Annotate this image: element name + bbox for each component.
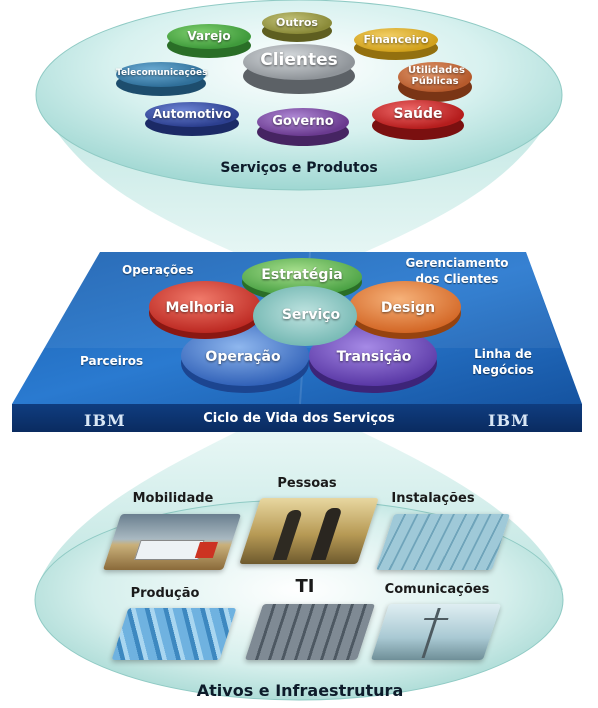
asset-label-pessoas: Pessoas bbox=[277, 476, 337, 491]
building-photo bbox=[375, 514, 511, 570]
people-photo bbox=[239, 498, 379, 564]
disc-varejo: Varejo bbox=[167, 24, 251, 58]
petal-label-transicao: Transição bbox=[336, 349, 412, 365]
top-section-title: Serviços e Produtos bbox=[220, 160, 378, 176]
truck-photo bbox=[102, 514, 242, 570]
asset-label-ti: TI bbox=[295, 576, 315, 597]
petal-label-melhoria: Melhoria bbox=[165, 300, 235, 316]
disc-label: Utilidades Públicas bbox=[408, 65, 465, 87]
disc-clientes: Clientes bbox=[243, 44, 355, 94]
disc-outros: Outros bbox=[262, 12, 332, 42]
servers-photo bbox=[244, 604, 376, 660]
petal-label-design: Design bbox=[380, 300, 436, 316]
disc-utilidades-publicas: Utilidades Públicas bbox=[398, 62, 472, 102]
disc-label: Clientes bbox=[260, 50, 338, 70]
bottom-section-title: Ativos e Infraestrutura bbox=[196, 681, 404, 700]
center-label-servico: Serviço bbox=[281, 307, 341, 323]
asset-label-producao: Produção bbox=[130, 586, 200, 601]
tower-photo bbox=[370, 604, 502, 660]
disc-telecomunicacoes: Telecomunicações bbox=[116, 62, 208, 96]
service-lifecycle-flower bbox=[149, 258, 461, 393]
corner-operacoes: Operações bbox=[122, 263, 194, 277]
disc-label: Varejo bbox=[187, 29, 231, 43]
petal-label-estrategia: Estratégia bbox=[261, 267, 343, 283]
corner-gerenciamento-clientes: Gerenciamento dos Clientes bbox=[405, 256, 509, 286]
corner-parceiros: Parceiros bbox=[80, 354, 144, 368]
lifecycle-title: Ciclo de Vida dos Serviços bbox=[203, 411, 395, 426]
disc-label: Telecomunicações bbox=[116, 68, 208, 78]
petal-label-operacao: Operação bbox=[205, 349, 281, 365]
disc-label: Automotivo bbox=[152, 107, 232, 121]
disc-label: Governo bbox=[272, 114, 334, 129]
disc-label: Financeiro bbox=[363, 33, 429, 46]
asset-label-comunicacoes: Comunicações bbox=[384, 582, 490, 597]
disc-automotivo: Automotivo bbox=[145, 102, 239, 136]
disc-label: Outros bbox=[276, 16, 318, 29]
disc-label: Saúde bbox=[393, 106, 443, 122]
pipes-photo bbox=[111, 608, 237, 660]
ibm-logo-left: IBM bbox=[84, 411, 126, 430]
corner-linha-negocios: Linha de Negócios bbox=[472, 347, 534, 377]
disc-financeiro: Financeiro bbox=[354, 28, 438, 60]
ibm-logo-right: IBM bbox=[488, 411, 530, 430]
asset-label-instalacoes: Instalações bbox=[391, 491, 475, 506]
center-servico bbox=[253, 286, 357, 346]
disc-governo: Governo bbox=[257, 108, 349, 146]
asset-label-mobilidade: Mobilidade bbox=[132, 491, 214, 506]
disc-saude: Saúde bbox=[372, 100, 464, 140]
